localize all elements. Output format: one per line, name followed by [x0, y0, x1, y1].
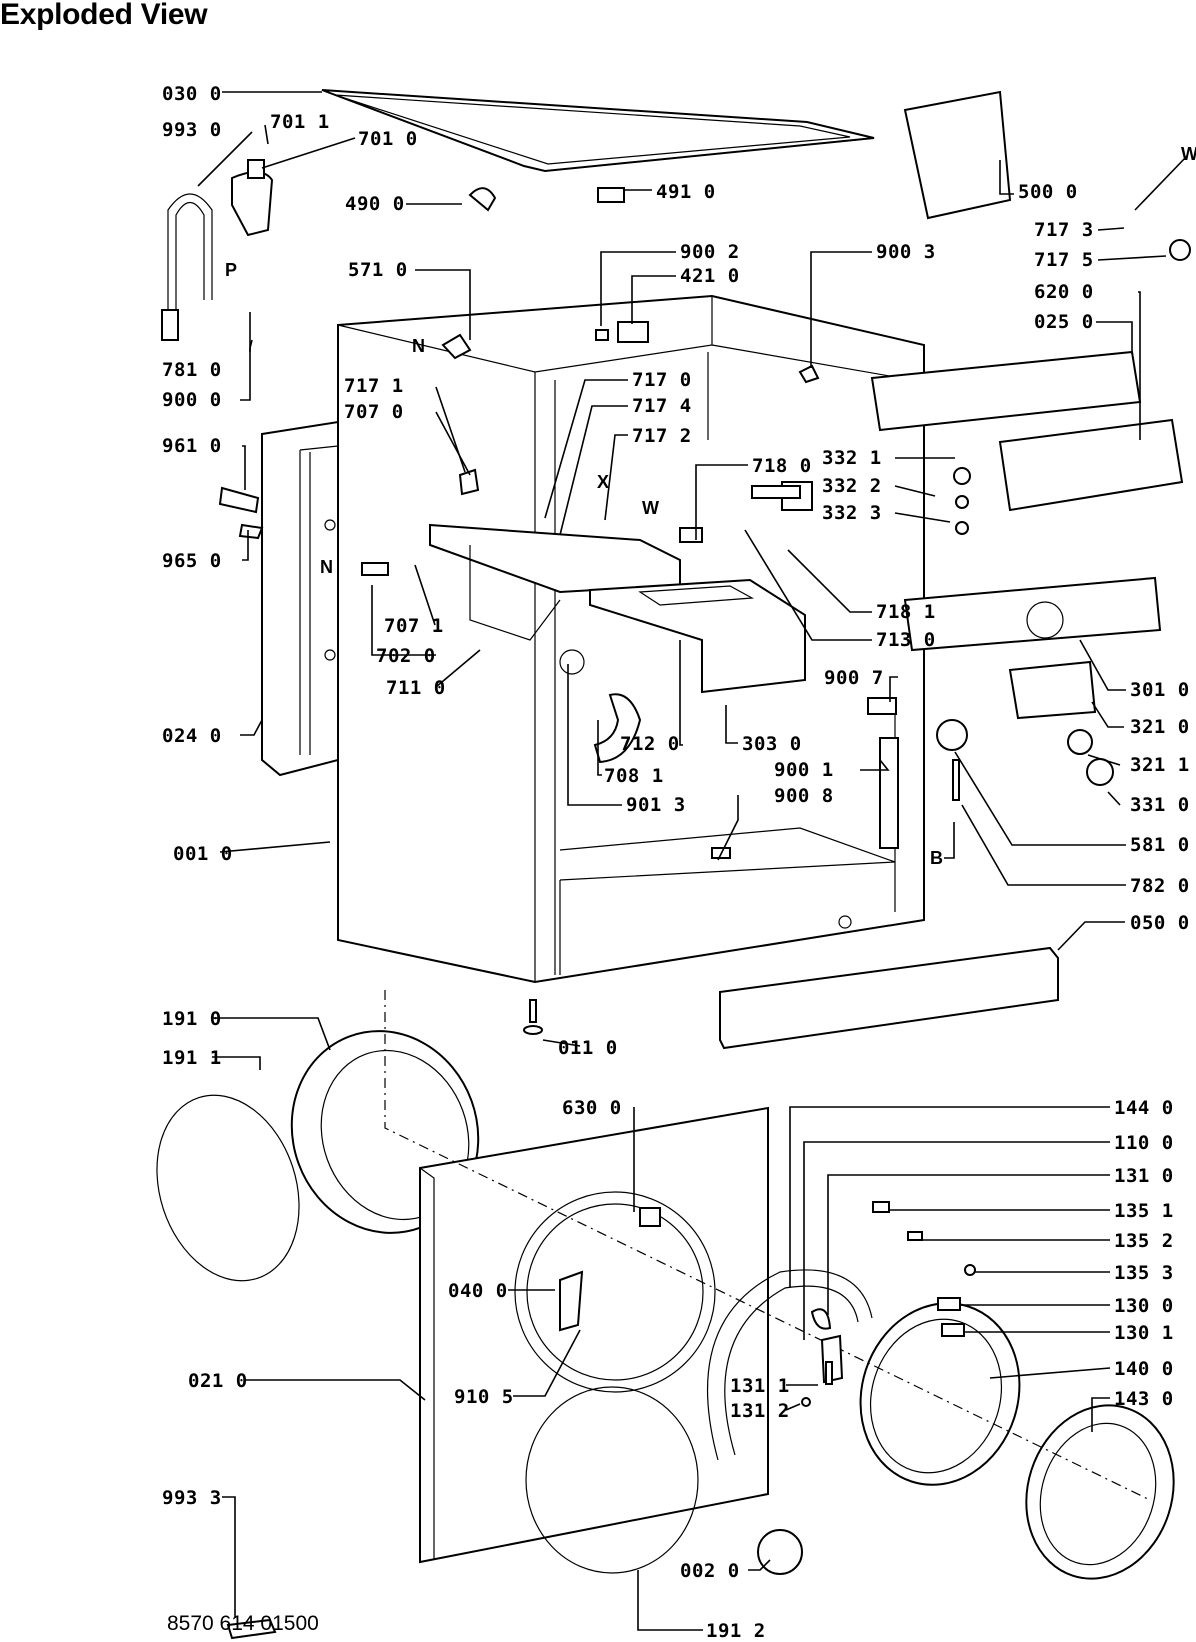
callout-900-2: 900 2: [680, 241, 740, 263]
callout-500-0: 500 0: [1018, 181, 1078, 203]
callout-717-1: 717 1: [344, 375, 404, 397]
back-panel-part: [261, 420, 339, 777]
callout-140-0: 140 0: [1114, 1358, 1174, 1380]
callout-901-3: 901 3: [626, 794, 686, 816]
callout-961-0: 961 0: [162, 435, 222, 457]
callout-571-0: 571 0: [348, 259, 408, 281]
leader-lines: [197, 91, 1188, 1631]
marker-n-mid: N: [320, 557, 333, 577]
callout-718-0: 718 0: [752, 455, 812, 477]
callout-191-2: 191 2: [706, 1620, 766, 1642]
small-hardware-parts: [218, 187, 1191, 1640]
callout-301-0: 301 0: [1130, 679, 1190, 701]
page-title: Exploded View: [0, 0, 208, 31]
callout-707-1: 707 1: [384, 615, 444, 637]
callout-781-0: 781 0: [162, 359, 222, 381]
callout-713-0: 713 0: [876, 629, 936, 651]
door-axis-line: [384, 990, 1151, 1501]
callout-050-0: 050 0: [1130, 912, 1190, 934]
cabinet-part: [337, 294, 925, 984]
callout-782-0: 782 0: [1130, 875, 1190, 897]
callout-135-2: 135 2: [1114, 1230, 1174, 1252]
callout-191-1: 191 1: [162, 1047, 222, 1069]
callout-711-0: 711 0: [386, 677, 446, 699]
callout-040-0: 040 0: [448, 1280, 508, 1302]
callout-135-1: 135 1: [1114, 1200, 1174, 1222]
callout-993-3: 993 3: [162, 1487, 222, 1509]
callout-331-0: 331 0: [1130, 794, 1190, 816]
callout-131-0: 131 0: [1114, 1165, 1174, 1187]
callout-712-0: 712 0: [620, 733, 680, 755]
callout-002-0: 002 0: [680, 1560, 740, 1582]
callout-702-0: 702 0: [376, 645, 436, 667]
callout-030-0: 030 0: [162, 83, 222, 105]
callout-130-0: 130 0: [1114, 1295, 1174, 1317]
callout-718-1: 718 1: [876, 601, 936, 623]
callout-701-1: 701 1: [270, 111, 330, 133]
callout-965-0: 965 0: [162, 550, 222, 572]
callout-491-0: 491 0: [656, 181, 716, 203]
letter-markers: W P N X W N B: [225, 144, 1196, 868]
callout-717-5: 717 5: [1034, 249, 1094, 271]
callout-708-1: 708 1: [604, 765, 664, 787]
top-cover-part: [321, 89, 875, 173]
marker-x: X: [597, 472, 609, 492]
callout-717-2: 717 2: [632, 425, 692, 447]
hose-and-valve-part: [161, 159, 274, 341]
marker-n-top: N: [412, 336, 425, 356]
marker-p: P: [225, 260, 237, 280]
callout-321-0: 321 0: [1130, 716, 1190, 738]
callout-135-3: 135 3: [1114, 1262, 1174, 1284]
callout-024-0: 024 0: [162, 725, 222, 747]
callout-900-7: 900 7: [824, 667, 884, 689]
callout-332-3: 332 3: [822, 502, 882, 524]
plinth-part: [719, 946, 1059, 1050]
callout-900-1: 900 1: [774, 759, 834, 781]
callout-630-0: 630 0: [562, 1097, 622, 1119]
marker-w-top: W: [1181, 144, 1196, 164]
door-parts: [707, 1269, 1175, 1580]
callout-191-0: 191 0: [162, 1008, 222, 1030]
callout-701-0: 701 0: [358, 128, 418, 150]
callout-993-0: 993 0: [162, 119, 222, 141]
callout-332-1: 332 1: [822, 447, 882, 469]
callout-717-4: 717 4: [632, 395, 692, 417]
callout-490-0: 490 0: [345, 193, 405, 215]
callout-581-0: 581 0: [1130, 834, 1190, 856]
callout-620-0: 620 0: [1034, 281, 1094, 303]
front-panel-part: [419, 1106, 769, 1574]
marker-b: B: [930, 848, 943, 868]
callout-332-2: 332 2: [822, 475, 882, 497]
callout-143-0: 143 0: [1114, 1388, 1174, 1410]
callout-421-0: 421 0: [680, 265, 740, 287]
callout-011-0: 011 0: [558, 1037, 618, 1059]
callout-021-0: 021 0: [188, 1370, 248, 1392]
callout-303-0: 303 0: [742, 733, 802, 755]
callout-131-2: 131 2: [730, 1400, 790, 1422]
callout-321-1: 321 1: [1130, 754, 1190, 776]
callout-144-0: 144 0: [1114, 1097, 1174, 1119]
callout-110-0: 110 0: [1114, 1132, 1174, 1154]
callout-130-1: 130 1: [1114, 1322, 1174, 1344]
callout-717-3: 717 3: [1034, 219, 1094, 241]
document-number: 8570 614 01500: [167, 1612, 319, 1635]
module-part: [903, 90, 1012, 220]
detergent-drawer-part: [429, 523, 806, 694]
callout-131-1: 131 1: [730, 1375, 790, 1397]
callout-labels: 030 0 993 0 701 1 701 0 490 0 491 0 500 …: [162, 83, 1190, 1642]
callout-900-3: 900 3: [876, 241, 936, 263]
callout-707-0: 707 0: [344, 401, 404, 423]
parts-drawing: [156, 89, 1191, 1640]
marker-w-mid: W: [642, 498, 659, 518]
callout-717-0: 717 0: [632, 369, 692, 391]
callout-910-5: 910 5: [454, 1386, 514, 1408]
callout-025-0: 025 0: [1034, 311, 1094, 333]
callout-001-0: 001 0: [173, 843, 233, 865]
callout-900-0: 900 0: [162, 389, 222, 411]
callout-900-8: 900 8: [774, 785, 834, 807]
control-panel-parts: [870, 350, 1184, 786]
